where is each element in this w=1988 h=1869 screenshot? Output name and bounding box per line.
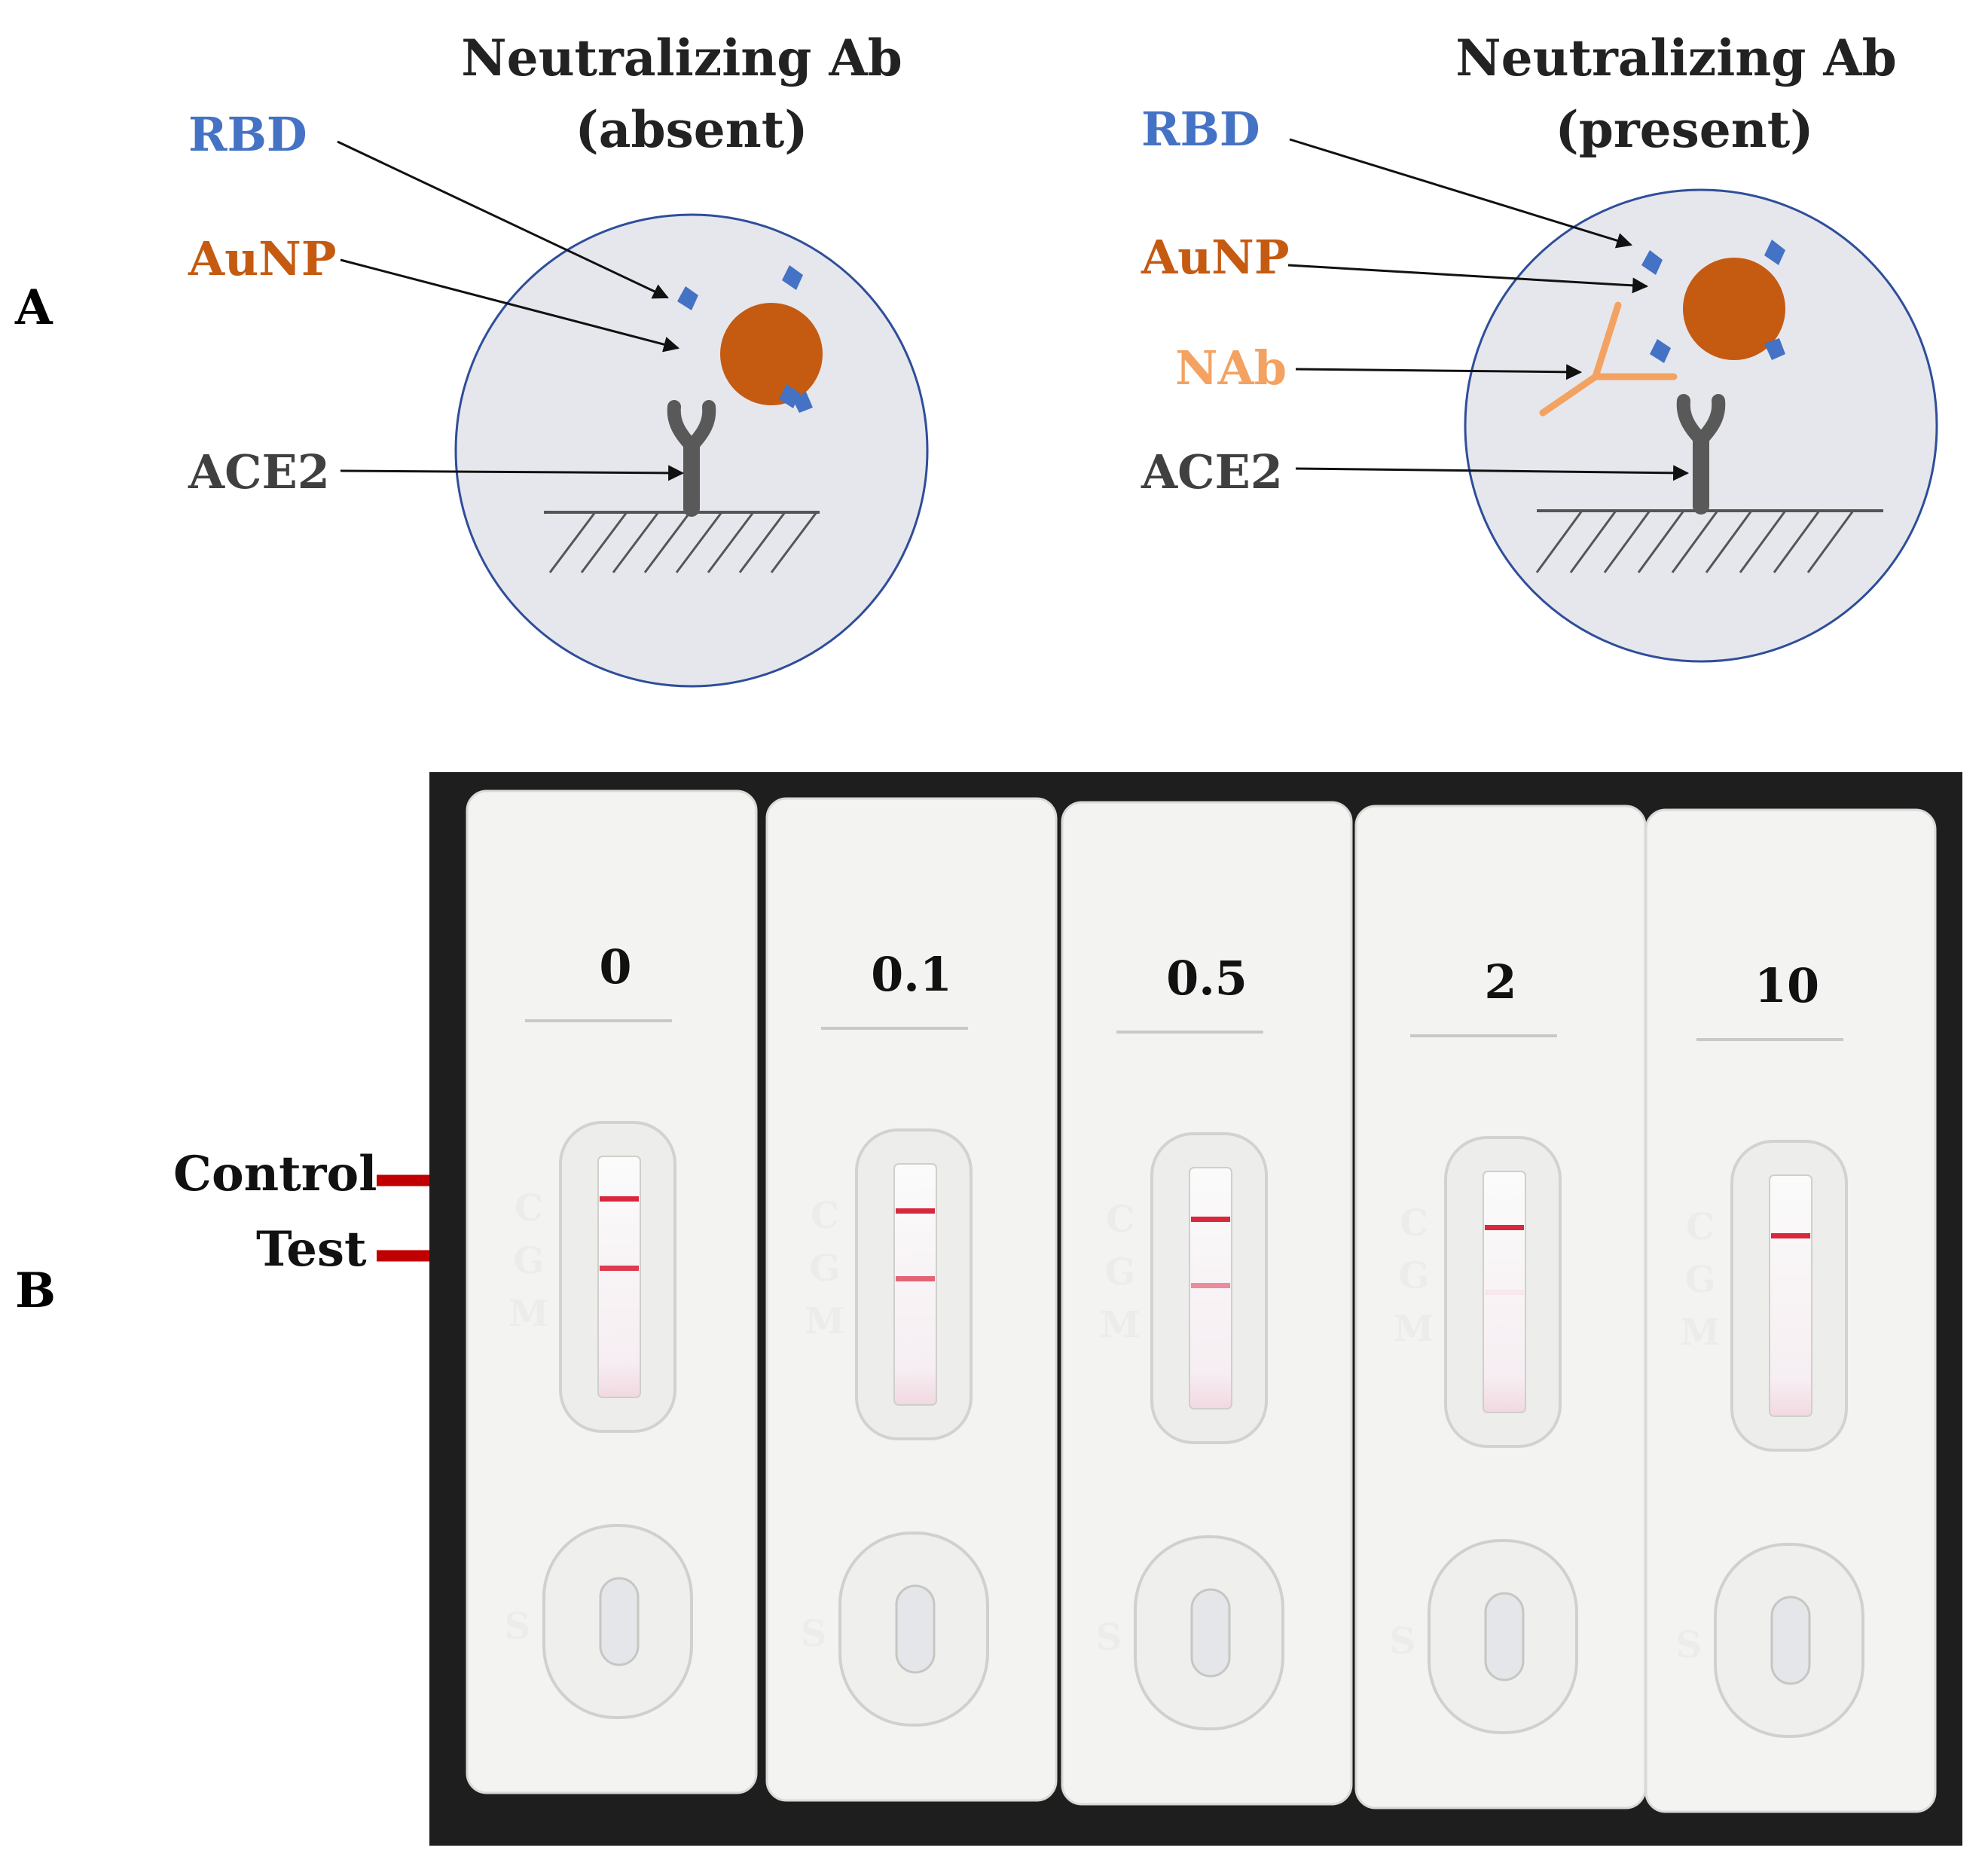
rbd-markers-absent bbox=[677, 265, 813, 413]
sample-port bbox=[895, 1584, 936, 1674]
label-rbd-present: RBD bbox=[1141, 102, 1260, 157]
embossed-mark: S bbox=[1096, 1617, 1122, 1659]
sample-port bbox=[599, 1577, 640, 1666]
title-absent-line2: (absent) bbox=[576, 100, 808, 159]
embossed-mark: S bbox=[801, 1613, 827, 1655]
embossed-mark: S bbox=[505, 1605, 531, 1648]
control-line bbox=[1485, 1225, 1524, 1230]
embossed-mark: C bbox=[1400, 1202, 1428, 1244]
sample-port bbox=[1770, 1596, 1811, 1685]
embossed-mark: C bbox=[1686, 1206, 1715, 1248]
control-line bbox=[1191, 1217, 1230, 1222]
membrane-strip bbox=[597, 1156, 641, 1398]
control-label: Control bbox=[173, 1146, 377, 1202]
embossed-mark: M bbox=[508, 1293, 548, 1335]
embossed-mark: C bbox=[811, 1195, 839, 1237]
reaction-circle-present bbox=[1464, 188, 1938, 663]
membrane-strip bbox=[893, 1163, 937, 1406]
embossed-mark: G bbox=[1105, 1251, 1136, 1293]
title-absent-line1: Neutralizing Ab bbox=[461, 29, 902, 87]
surface-present bbox=[1535, 509, 1883, 573]
pointer-arrows-present bbox=[1287, 138, 1690, 481]
ace2-receptor-present bbox=[1676, 394, 1726, 515]
concentration-label: 2 bbox=[1484, 954, 1516, 1009]
membrane-strip bbox=[1769, 1174, 1812, 1417]
concentration-label: 0.5 bbox=[1166, 951, 1247, 1006]
concentration-label: 0 bbox=[599, 939, 631, 994]
panel-letter-a: A bbox=[14, 279, 53, 336]
embossed-mark: S bbox=[1676, 1624, 1702, 1666]
ace2-receptor-absent bbox=[667, 400, 716, 517]
embossed-mark: M bbox=[805, 1300, 844, 1342]
title-present-line2: (present) bbox=[1556, 100, 1814, 159]
nab-antibody bbox=[1539, 301, 1678, 417]
rbd-markers-present bbox=[1641, 240, 1785, 363]
panel-letter-b: B bbox=[15, 1263, 56, 1319]
control-line bbox=[896, 1208, 935, 1214]
embossed-mark: S bbox=[1390, 1620, 1416, 1663]
embossed-mark: M bbox=[1100, 1304, 1140, 1346]
concentration-label: 10 bbox=[1754, 958, 1819, 1013]
label-aunp-absent: AuNP bbox=[188, 231, 336, 286]
test-line bbox=[1485, 1290, 1524, 1295]
embossed-mark: M bbox=[1394, 1308, 1434, 1350]
aunp-particle-present bbox=[1683, 258, 1785, 360]
embossed-mark: M bbox=[1680, 1312, 1720, 1354]
membrane-strip bbox=[1483, 1171, 1526, 1413]
embossed-mark: G bbox=[514, 1240, 545, 1282]
label-rbd-absent: RBD bbox=[188, 107, 307, 162]
surface-absent bbox=[544, 511, 820, 573]
label-aunp-present: AuNP bbox=[1141, 230, 1289, 285]
embossed-mark: G bbox=[810, 1248, 841, 1290]
test-line bbox=[600, 1266, 639, 1271]
label-ace2-present: ACE2 bbox=[1141, 444, 1283, 499]
title-present-line1: Neutralizing Ab bbox=[1455, 29, 1897, 87]
embossed-mark: G bbox=[1399, 1255, 1430, 1297]
sample-port bbox=[1484, 1592, 1525, 1681]
diagram-absent: Neutralizing Ab (absent) bbox=[188, 29, 929, 688]
aunp-particle-absent bbox=[720, 303, 823, 405]
control-line bbox=[1771, 1233, 1810, 1238]
embossed-mark: G bbox=[1685, 1259, 1716, 1301]
diagram-present: Neutralizing Ab (present) bbox=[1141, 29, 1938, 663]
test-line bbox=[896, 1276, 935, 1281]
concentration-label: 0.1 bbox=[871, 947, 952, 1002]
embossed-mark: C bbox=[515, 1187, 543, 1229]
pointer-arrows-absent bbox=[337, 140, 685, 481]
test-line bbox=[1191, 1283, 1230, 1288]
label-ace2-absent: ACE2 bbox=[188, 444, 330, 499]
test-label: Test bbox=[256, 1221, 367, 1278]
label-nab-present: NAb bbox=[1175, 341, 1287, 395]
sample-port bbox=[1190, 1588, 1231, 1678]
embossed-mark: C bbox=[1106, 1199, 1134, 1241]
control-line bbox=[600, 1196, 639, 1202]
